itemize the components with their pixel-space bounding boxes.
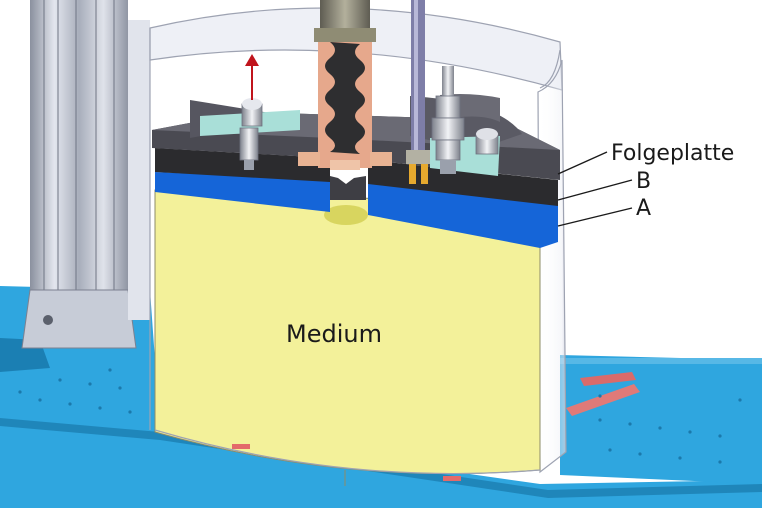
leader-line-folgeplatte: [557, 151, 608, 175]
leader-line-b: [557, 179, 633, 201]
layer-a: [155, 172, 558, 248]
guide-column: [21, 0, 150, 349]
clamp-bolts: [239, 98, 263, 170]
leader-line-a: [557, 207, 633, 227]
central-shaft: [298, 0, 392, 200]
container-rim: [154, 49, 561, 475]
label-folgeplatte: Folgeplatte: [611, 141, 735, 166]
leader-lines: [557, 151, 633, 227]
sensor-probe: [406, 0, 430, 184]
label-medium: Medium: [286, 320, 382, 348]
label-layer-b: B: [636, 169, 652, 194]
valve-assembly: [431, 66, 499, 174]
label-layer-a: A: [636, 196, 652, 221]
lift-arrow-icon: [245, 54, 259, 100]
